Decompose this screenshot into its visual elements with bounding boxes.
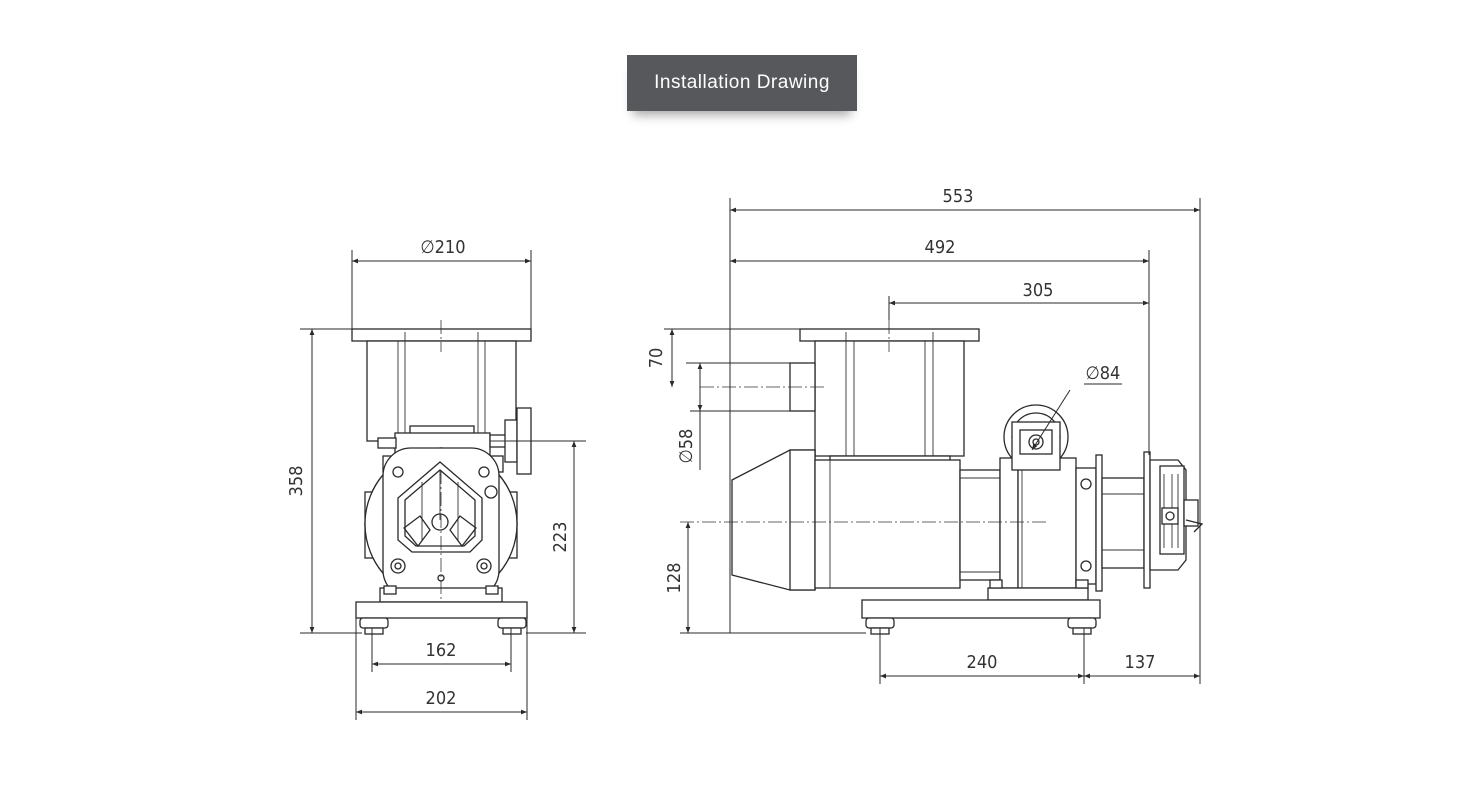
dim-front-height: 358 — [286, 466, 307, 497]
diameter-symbol: ∅ — [676, 449, 697, 463]
dim-side-total-length: 553 — [943, 186, 974, 207]
svg-text:∅84: ∅84 — [1086, 363, 1121, 384]
dim-side-base-length: 240 — [967, 652, 998, 673]
title-banner: Installation Drawing — [627, 55, 857, 111]
dim-side-top-offset: 70 — [646, 348, 667, 369]
diameter-symbol: ∅ — [420, 237, 434, 258]
dim-side-wheel-diameter: 84 — [1100, 363, 1121, 384]
front-view: ∅210 358 223 162 202 — [286, 237, 586, 720]
dim-front-feet-inner: 162 — [426, 640, 457, 661]
dim-side-motor-overhang: 137 — [1125, 652, 1156, 673]
diameter-symbol: ∅ — [1086, 363, 1100, 384]
dim-side-port-diameter: 58 — [676, 429, 697, 450]
dim-front-flange: 210 — [435, 237, 466, 258]
svg-text:∅58: ∅58 — [676, 429, 697, 464]
svg-text:∅210: ∅210 — [420, 237, 465, 258]
dim-front-shaft-height: 223 — [550, 522, 571, 553]
dim-side-flange-to-motor: 492 — [925, 237, 956, 258]
dim-side-center-to-motor: 305 — [1023, 280, 1054, 301]
side-view: 553 492 305 ∅84 70 ∅58 128 — [646, 186, 1204, 684]
page-title: Installation Drawing — [654, 72, 830, 93]
dim-side-shaft-height: 128 — [664, 563, 685, 594]
dim-front-base-width: 202 — [426, 688, 457, 709]
